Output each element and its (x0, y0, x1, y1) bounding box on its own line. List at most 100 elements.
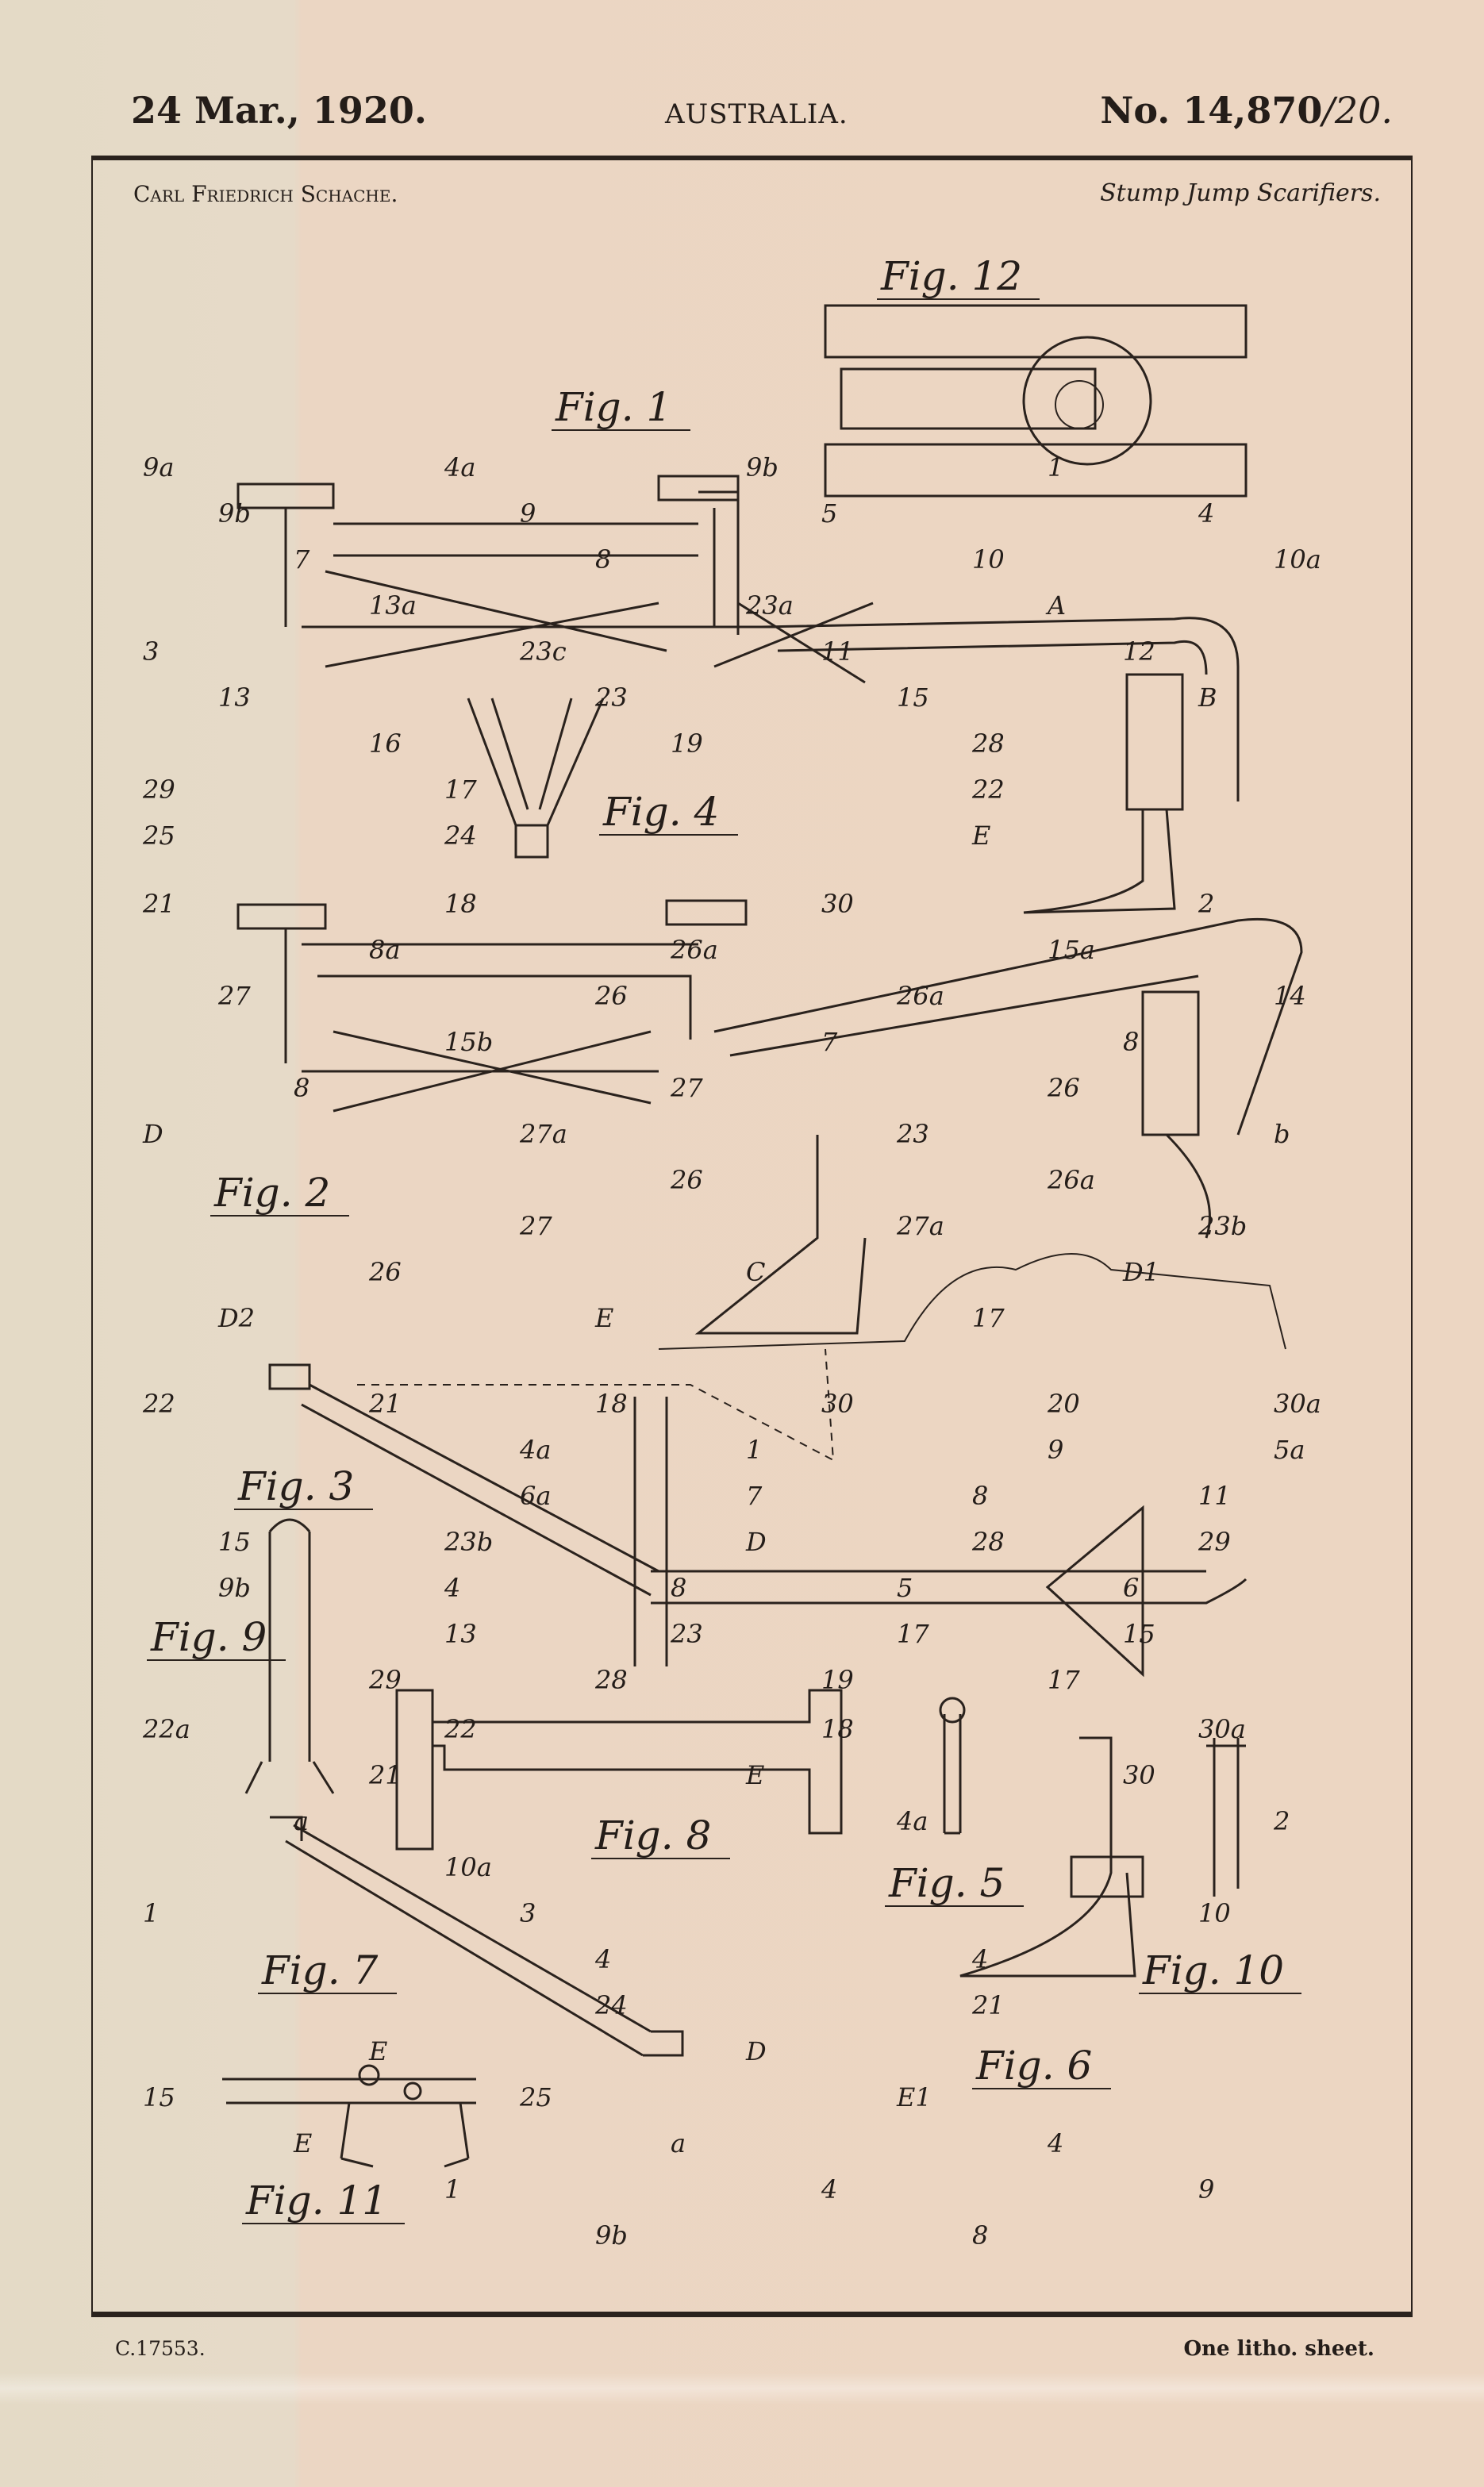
reference-numeral: 4 (971, 1944, 988, 1974)
country: AUSTRALIA. (665, 98, 848, 130)
reference-numeral: 15 (218, 1527, 251, 1557)
fig11-pivot (358, 2064, 380, 2086)
drawing-frame (91, 156, 1413, 2317)
reference-numeral: E (971, 821, 990, 851)
reference-numeral: 23 (594, 682, 628, 713)
reference-numeral: 7 (746, 1481, 763, 1511)
reference-numeral: 12 (1123, 636, 1155, 667)
fig2-drawing (236, 899, 1303, 1350)
reference-numeral: 29 (1198, 1527, 1231, 1557)
fig6-drawing (959, 1736, 1144, 1978)
reference-numeral: 19 (821, 1665, 854, 1695)
figure-label: Fig. 2 (213, 1170, 330, 1216)
reference-numeral: 20 (1047, 1389, 1080, 1419)
reference-numeral: 23b (444, 1527, 493, 1557)
reference-numeral: 4a (896, 1806, 928, 1836)
reference-numeral: 28 (594, 1665, 628, 1695)
reference-numeral: 19 (671, 728, 703, 759)
reference-numeral: 18 (821, 1714, 854, 1744)
reference-numeral: 25 (519, 2082, 552, 2112)
reference-numeral: 21 (368, 1760, 402, 1790)
reference-numeral: 4a (519, 1435, 551, 1465)
reference-numeral: 2 (1198, 889, 1214, 919)
reference-numeral: 4 (821, 2174, 837, 2204)
reference-numeral: 17 (972, 1303, 1005, 1333)
reference-numeral: 30a (1274, 1389, 1321, 1419)
reference-numeral: 8 (972, 1481, 988, 1511)
reference-numeral: 9b (218, 498, 251, 529)
fig5-drawing (943, 1714, 962, 1835)
reference-numeral: 21 (971, 1990, 1005, 2020)
reference-numeral: 14 (1274, 981, 1306, 1011)
reference-numeral: C (746, 1257, 765, 1287)
reference-numeral: 6a (520, 1481, 551, 1511)
reference-numeral: 7 (294, 544, 310, 575)
invention-subject: Stump Jump Scarifiers. (1100, 179, 1381, 207)
reference-numeral: 11 (1198, 1481, 1231, 1511)
fig5-eye (939, 1697, 966, 1724)
figure-label: Fig. 9 (150, 1614, 267, 1660)
fig1-drawing (236, 475, 1240, 914)
reference-numeral: 8 (595, 544, 611, 575)
reference-numeral: D (142, 1119, 163, 1149)
reference-numeral: 17 (444, 775, 477, 805)
reference-numeral: 27 (217, 981, 251, 1011)
reference-numeral: 7 (821, 1027, 838, 1057)
reference-numeral: 1 (746, 1435, 762, 1465)
reference-numeral: 3 (143, 636, 159, 667)
reference-numeral: 8 (972, 2220, 988, 2251)
reference-numeral: 24 (594, 1990, 628, 2020)
reference-numeral: 10a (1274, 544, 1321, 575)
patent-number: No. 14,870/20. (1100, 89, 1393, 132)
reference-numeral: 23b (1198, 1211, 1247, 1241)
figure-label: Fig. 10 (1142, 1947, 1284, 1993)
reference-numeral: 21 (142, 889, 175, 919)
inventor-name: Carl Friedrich Schache. (133, 181, 398, 207)
reference-numeral: E1 (896, 2082, 932, 2112)
reference-numeral: 15 (897, 682, 929, 713)
reference-numeral: D2 (217, 1303, 255, 1333)
fig11-pivot (403, 2081, 422, 2101)
reference-numeral: 10 (972, 544, 1005, 575)
reference-numeral: D (745, 2036, 767, 2066)
reference-numeral: 27a (896, 1211, 944, 1241)
reference-numeral: 15 (1123, 1619, 1155, 1649)
reference-numeral: 23 (896, 1119, 929, 1149)
patent-number-main: No. 14,870 (1100, 89, 1323, 132)
figure-label: Fig. 7 (261, 1947, 378, 1993)
reference-numeral: 30 (1123, 1760, 1155, 1790)
figure-label: Fig. 6 (975, 2043, 1092, 2089)
reference-numeral: 9 (1048, 1435, 1063, 1465)
reference-numeral: 29 (368, 1665, 402, 1695)
reference-numeral: 9b (746, 452, 779, 482)
fig4-drawing (467, 698, 605, 859)
reference-numeral: 13 (444, 1619, 477, 1649)
reference-numeral: 2 (1273, 1806, 1290, 1836)
reference-numeral: 22 (444, 1714, 477, 1744)
figure-label: Fig. 11 (245, 2178, 387, 2224)
figure-label: Fig. 8 (594, 1812, 711, 1859)
reference-numeral: B (1198, 682, 1217, 713)
reference-numeral: 13a (369, 590, 417, 621)
reference-numeral: 17 (1048, 1665, 1080, 1695)
reference-numeral: 26a (896, 981, 944, 1011)
reference-numeral: 3 (520, 1898, 536, 1928)
reference-numeral: E (745, 1760, 764, 1790)
reference-numeral: 27 (670, 1073, 703, 1103)
paper-crease (0, 2373, 1484, 2404)
reference-numeral: 18 (595, 1389, 628, 1419)
reference-numeral: 4 (1198, 498, 1214, 529)
reference-numeral: 4 (1047, 2128, 1063, 2158)
figure-label: Fig. 1 (555, 384, 671, 430)
patent-date: 24 Mar., 1920. (131, 89, 427, 132)
reference-numeral: 6 (1123, 1573, 1139, 1603)
reference-numeral: 21 (368, 1389, 402, 1419)
reference-numeral: 4 (594, 1944, 611, 1974)
reference-numeral: 23c (519, 636, 567, 667)
reference-numeral: 17 (897, 1619, 929, 1649)
reference-numeral: 5a (1274, 1435, 1305, 1465)
reference-numeral: 13 (218, 682, 251, 713)
reference-numeral: 9b (218, 1573, 251, 1603)
